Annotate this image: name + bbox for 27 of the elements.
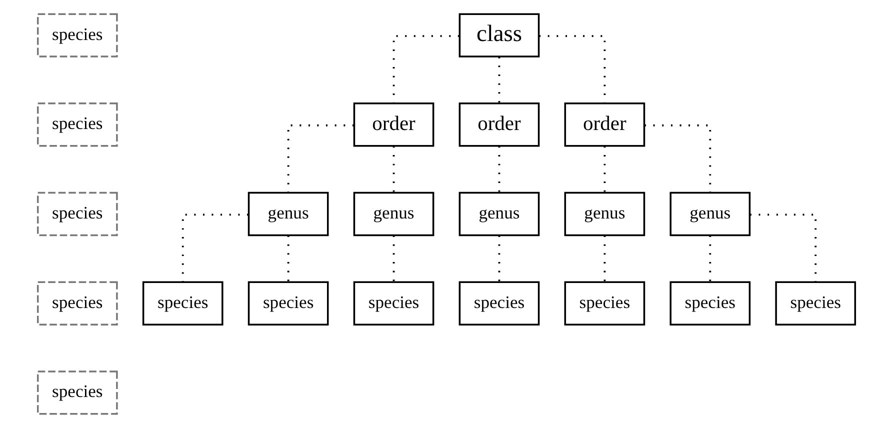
node-box: genus — [458, 192, 540, 236]
connector — [286, 124, 354, 193]
node-box: species — [352, 281, 434, 326]
node-box: genus — [564, 192, 645, 236]
node-box: species — [36, 370, 118, 415]
node-box: species — [36, 192, 118, 236]
node-box: species — [247, 281, 328, 326]
connector — [750, 214, 816, 282]
connector — [181, 214, 248, 282]
node-box: order — [564, 102, 645, 147]
connector — [392, 35, 459, 104]
connector — [644, 124, 711, 193]
node-box: species — [564, 281, 645, 326]
node-box: genus — [352, 192, 434, 236]
node-box: order — [352, 102, 434, 147]
node-box: genus — [247, 192, 328, 236]
node-box: species — [142, 281, 223, 326]
node-box: species — [774, 281, 856, 326]
node-box: order — [458, 102, 540, 147]
node-box: species — [669, 281, 750, 326]
node-box: species — [36, 281, 118, 326]
connector — [538, 35, 606, 104]
node-box: class — [458, 13, 540, 58]
node-box: species — [36, 102, 118, 147]
node-box: species — [36, 13, 118, 58]
node-box: genus — [669, 192, 750, 236]
node-box: species — [458, 281, 540, 326]
